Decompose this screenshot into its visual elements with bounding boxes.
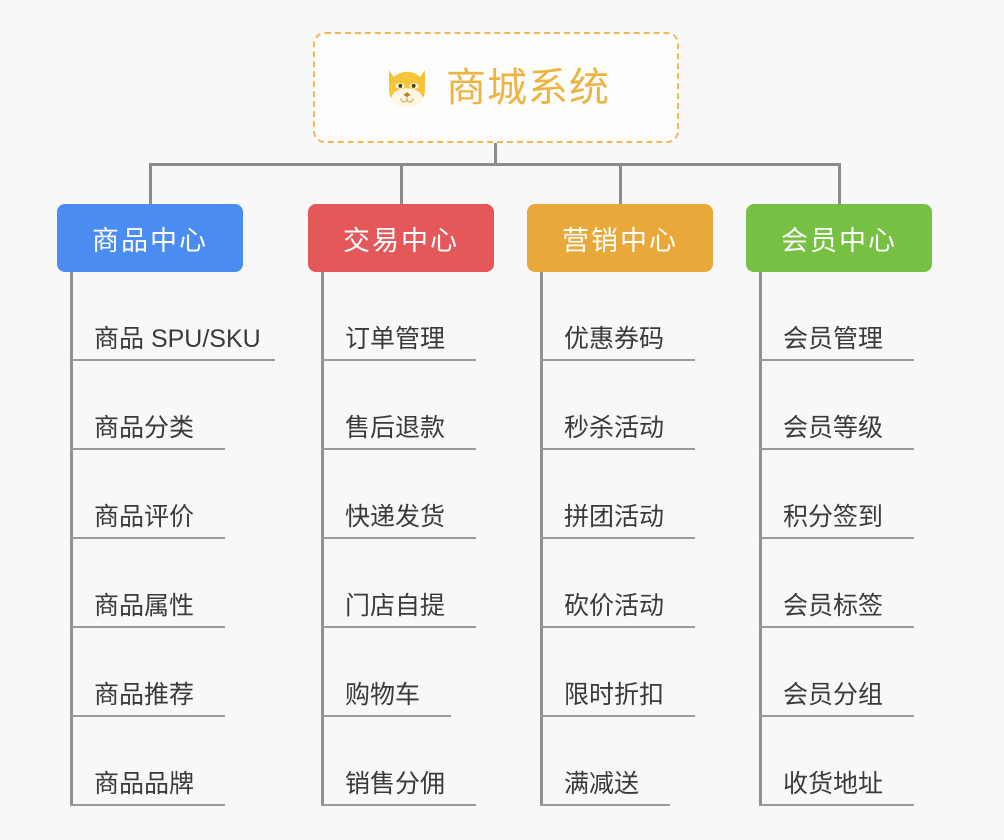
shiba-dog-face-icon xyxy=(389,69,425,107)
branch-spine xyxy=(540,272,543,806)
leaf-label: 秒杀活动 xyxy=(564,413,665,442)
list-item[interactable]: 优惠券码 xyxy=(540,272,695,361)
list-item[interactable]: 订单管理 xyxy=(321,272,476,361)
list-item[interactable]: 限时折扣 xyxy=(540,628,695,717)
leaf-label: 快递发货 xyxy=(345,502,446,531)
leaf-label: 会员管理 xyxy=(783,324,884,353)
leaf-label: 收货地址 xyxy=(783,769,884,798)
list-item[interactable]: 购物车 xyxy=(321,628,451,717)
list-item[interactable]: 收货地址 xyxy=(759,717,914,806)
leaf-label: 商品品牌 xyxy=(94,769,195,798)
connector-bus xyxy=(150,163,840,166)
leaf-label: 商品分类 xyxy=(94,413,195,442)
list-item[interactable]: 秒杀活动 xyxy=(540,361,695,450)
branch-header-2[interactable]: 营销中心 xyxy=(527,204,713,272)
leaf-label: 会员分组 xyxy=(783,680,884,709)
branch-spine xyxy=(759,272,762,806)
leaf-label: 拼团活动 xyxy=(564,502,665,531)
connector-drop-4 xyxy=(838,163,841,206)
list-item[interactable]: 门店自提 xyxy=(321,539,476,628)
leaf-label: 会员等级 xyxy=(783,413,884,442)
connector-drop-1 xyxy=(149,163,152,206)
list-item[interactable]: 商品属性 xyxy=(70,539,225,628)
leaf-list: 订单管理 售后退款 快递发货 门店自提 购物车 销售分佣 xyxy=(321,272,476,806)
list-item[interactable]: 会员管理 xyxy=(759,272,914,361)
leaf-list: 优惠券码 秒杀活动 拼团活动 砍价活动 限时折扣 满减送 xyxy=(540,272,695,806)
list-item[interactable]: 积分签到 xyxy=(759,450,914,539)
list-item[interactable]: 售后退款 xyxy=(321,361,476,450)
leaf-label: 砍价活动 xyxy=(564,591,665,620)
list-item[interactable]: 满减送 xyxy=(540,717,670,806)
leaf-label: 售后退款 xyxy=(345,413,446,442)
list-item[interactable]: 拼团活动 xyxy=(540,450,695,539)
root-node[interactable]: 商城系统 xyxy=(313,32,679,143)
leaf-label: 商品评价 xyxy=(94,502,195,531)
leaf-label: 满减送 xyxy=(564,769,640,798)
branch-spine xyxy=(321,272,324,806)
branch-header-3[interactable]: 会员中心 xyxy=(746,204,932,272)
branch-header-label: 商品中心 xyxy=(92,225,208,256)
branch-spine xyxy=(70,272,73,806)
leaf-list: 会员管理 会员等级 积分签到 会员标签 会员分组 收货地址 xyxy=(759,272,914,806)
list-item[interactable]: 商品品牌 xyxy=(70,717,225,806)
list-item[interactable]: 商品 SPU/SKU xyxy=(70,272,275,361)
connector-root-stem xyxy=(494,143,497,165)
branch-header-label: 会员中心 xyxy=(781,225,897,256)
leaf-label: 会员标签 xyxy=(783,591,884,620)
leaf-list: 商品 SPU/SKU 商品分类 商品评价 商品属性 商品推荐 商品品牌 xyxy=(70,272,275,806)
list-item[interactable]: 商品评价 xyxy=(70,450,225,539)
connector-drop-3 xyxy=(619,163,622,206)
leaf-label: 订单管理 xyxy=(345,324,446,353)
leaf-label: 商品推荐 xyxy=(94,680,195,709)
list-item[interactable]: 会员分组 xyxy=(759,628,914,717)
branch-header-label: 交易中心 xyxy=(343,225,459,256)
list-item[interactable]: 快递发货 xyxy=(321,450,476,539)
list-item[interactable]: 会员等级 xyxy=(759,361,914,450)
list-item[interactable]: 销售分佣 xyxy=(321,717,476,806)
list-item[interactable]: 会员标签 xyxy=(759,539,914,628)
leaf-label: 商品属性 xyxy=(94,591,195,620)
branch-header-1[interactable]: 交易中心 xyxy=(308,204,494,272)
leaf-label: 限时折扣 xyxy=(564,680,665,709)
leaf-label: 优惠券码 xyxy=(564,324,665,353)
leaf-label: 商品 SPU/SKU xyxy=(94,324,261,353)
connector-drop-2 xyxy=(400,163,403,206)
list-item[interactable]: 商品分类 xyxy=(70,361,225,450)
leaf-label: 门店自提 xyxy=(345,591,446,620)
list-item[interactable]: 砍价活动 xyxy=(540,539,695,628)
list-item[interactable]: 商品推荐 xyxy=(70,628,225,717)
branch-header-0[interactable]: 商品中心 xyxy=(57,204,243,272)
page-title: 商城系统 xyxy=(446,65,610,110)
leaf-label: 积分签到 xyxy=(783,502,884,531)
leaf-label: 销售分佣 xyxy=(345,769,446,798)
branch-header-label: 营销中心 xyxy=(562,225,678,256)
leaf-label: 购物车 xyxy=(345,680,421,709)
